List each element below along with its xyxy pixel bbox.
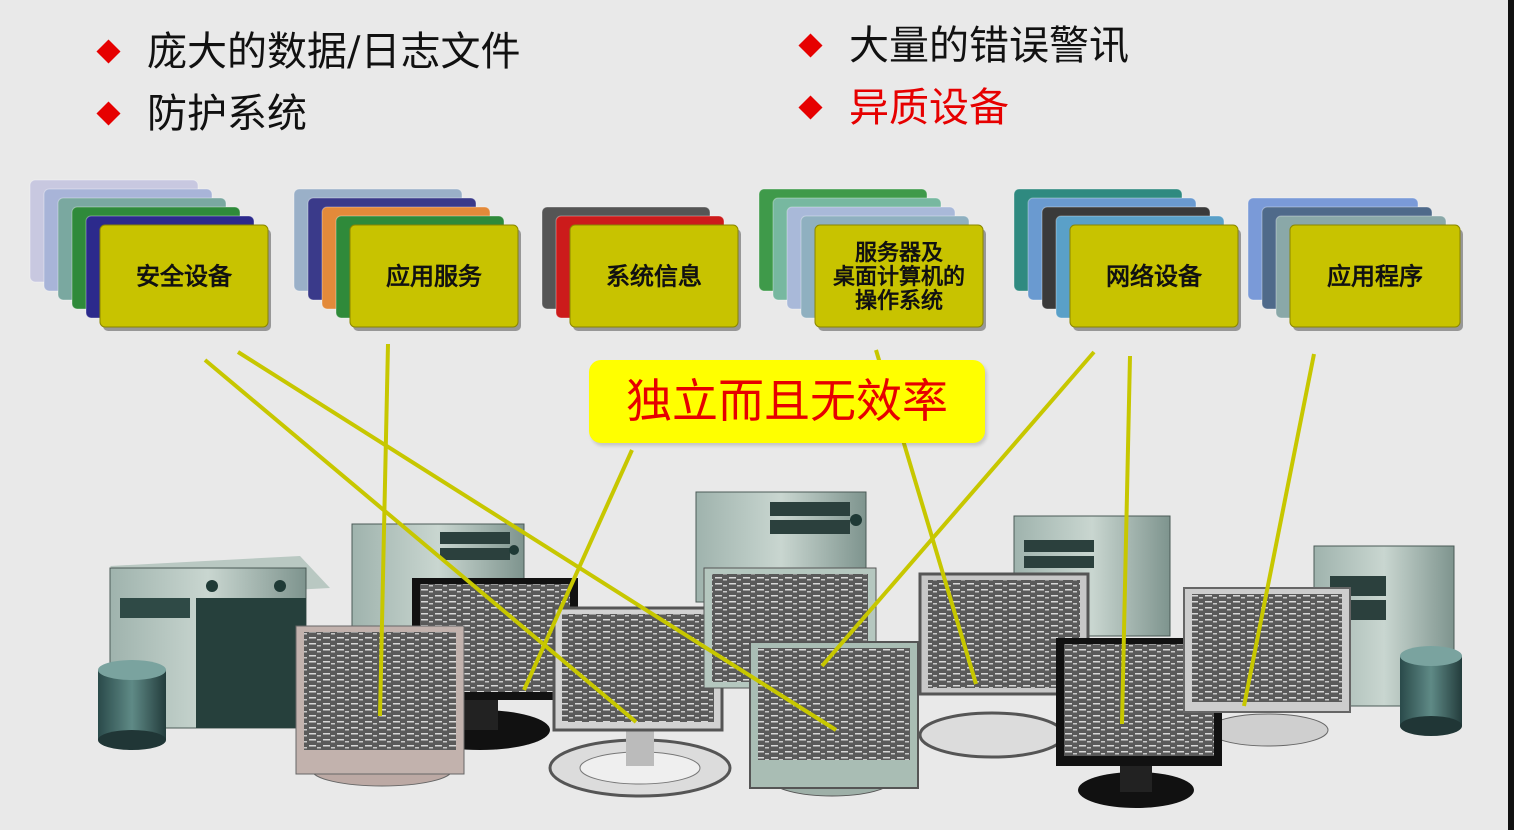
box-label: 网络设备: [1106, 263, 1203, 291]
hardware-illustration: [98, 491, 1462, 808]
connector-line: [820, 350, 1096, 668]
box-front: [814, 224, 984, 328]
connector-line: [522, 449, 634, 691]
category-boxes: 安全设备应用服务系统信息服务器及桌面计算机的操作系统网络设备应用程序: [29, 179, 1463, 331]
box-label: 安全设备: [136, 263, 233, 291]
box-label: 系统信息: [606, 263, 702, 291]
category-box: 应用服务: [293, 188, 521, 331]
database-cylinder-icon: [98, 660, 166, 750]
monitor-icon: [749, 641, 919, 789]
monitor-icon: [1183, 587, 1351, 713]
category-box: 系统信息: [541, 206, 741, 331]
category-box: 安全设备: [29, 179, 271, 331]
box-label: 桌面计算机的: [833, 264, 965, 290]
bullet-item: 大量的错误警讯: [798, 22, 1129, 70]
category-box: 应用程序: [1247, 197, 1463, 331]
bullet-text: 大量的错误警讯: [849, 23, 1129, 69]
caption-banner: 独立而且无效率: [589, 360, 985, 443]
box-label: 操作系统: [855, 288, 943, 314]
box-label: 服务器及: [855, 241, 944, 266]
monitor-icon: [552, 606, 724, 732]
right-edge: [1508, 0, 1514, 830]
bullet-text: 异质设备: [849, 85, 1009, 131]
box-front: [569, 224, 739, 328]
server-tower-icon: [109, 556, 330, 729]
box-front: [99, 224, 269, 328]
connector-line: [236, 350, 838, 732]
bullet-item: 异质设备: [798, 84, 1009, 132]
bullet-text: 防护系统: [147, 91, 307, 137]
box-front: [349, 224, 519, 328]
box-front: [1289, 224, 1461, 328]
connector-line: [1242, 353, 1316, 707]
category-box: 网络设备: [1013, 188, 1241, 331]
connector-line: [378, 343, 390, 717]
connector-line: [203, 358, 638, 724]
bullet-item: 防护系统: [96, 90, 307, 138]
bullet-item: 庞大的数据/日志文件: [96, 28, 521, 76]
database-cylinder-icon: [1400, 646, 1462, 736]
connector-line: [1120, 355, 1132, 725]
box-label: 应用程序: [1327, 263, 1423, 291]
bullet-text: 庞大的数据/日志文件: [147, 29, 521, 75]
box-front: [1069, 224, 1239, 328]
box-label: 应用服务: [386, 263, 483, 291]
